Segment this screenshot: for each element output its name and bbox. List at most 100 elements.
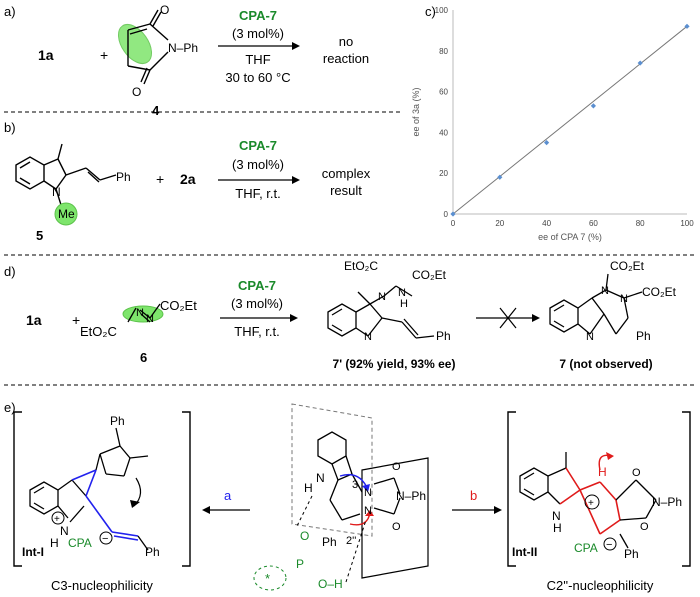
chart-x-tick-label: 20 — [495, 219, 504, 228]
panel-d-catalyst: CPA-7 — [238, 278, 276, 293]
int-II-ph: Ph — [624, 547, 639, 561]
product-7prime-ph: Ph — [436, 329, 451, 343]
panel-b-result-2: result — [330, 183, 362, 198]
int-II-h: H — [598, 465, 607, 479]
svg-text:O: O — [160, 3, 169, 17]
panel-d-plus: + — [72, 312, 80, 328]
chart-point — [684, 23, 690, 29]
svg-text:N: N — [364, 505, 372, 517]
maleimide-structure — [117, 9, 169, 85]
panel-b-reagent: 2a — [180, 171, 196, 187]
product-7prime-h: H — [400, 298, 408, 310]
int-I-ph: Ph — [145, 545, 160, 559]
panel-b-me: Me — [58, 207, 75, 221]
panel-a-reactant: 1a — [38, 47, 54, 63]
svg-text:O: O — [392, 461, 401, 473]
int-II-cpa: CPA — [574, 541, 598, 555]
product-7prime-n: N — [364, 331, 372, 343]
panel-b-conditions: THF, r.t. — [235, 186, 281, 201]
panel-c-label: c) — [425, 4, 436, 19]
panel-d: d) 1a + N N EtO₂C CO₂Et 6 CPA-7 (3 mol%)… — [4, 259, 677, 371]
panel-a-solvent: THF — [245, 52, 270, 67]
svg-text:O: O — [640, 521, 649, 533]
int-I-cpa: CPA — [68, 536, 92, 550]
chart-x-tick-label: 100 — [680, 219, 694, 228]
methyl-highlight — [54, 202, 78, 226]
svg-text:N: N — [364, 487, 372, 499]
svg-text:N: N — [378, 291, 386, 303]
ts-c3: 3 — [352, 479, 358, 491]
panel-b-result-1: complex — [322, 166, 371, 181]
product-7-structure — [549, 273, 643, 335]
chart-x-tick-label: 60 — [589, 219, 598, 228]
panel-b-label: b) — [4, 120, 16, 135]
indole-5-structure — [15, 143, 117, 209]
arrow-b-label: b — [470, 488, 477, 503]
azo-right-ester: CO₂Et — [160, 298, 197, 313]
int-I-subtitle: C3-nucleophilicity — [51, 578, 153, 593]
chart-x-tick-label: 80 — [636, 219, 645, 228]
panel-a-label: a) — [4, 4, 16, 19]
svg-text:N: N — [52, 185, 61, 199]
panel-b: b) N Me Ph 5 + 2a CPA-7 (3 mol%) THF, r.… — [4, 120, 371, 243]
panel-d-reagent-number: 6 — [140, 350, 147, 365]
azo-left-ester: EtO₂C — [80, 324, 117, 339]
panel-e-label: e) — [4, 400, 16, 415]
panel-d-reactant: 1a — [26, 312, 42, 328]
panel-b-substrate-number: 5 — [36, 228, 43, 243]
chart-y-tick-label: 100 — [435, 6, 449, 15]
svg-text:H: H — [553, 521, 562, 535]
svg-text:N: N — [136, 307, 144, 319]
int-II-nph: N–Ph — [652, 495, 682, 509]
panel-a: a) 1a + O O N–Ph 4 CPA-7 (3 mol%) THF 30… — [4, 3, 369, 118]
ts-c2pp: 2'' — [346, 535, 356, 547]
ts-p: P — [296, 557, 304, 571]
chart-y-tick-label: 20 — [439, 169, 448, 178]
chart-x-tick-label: 40 — [542, 219, 551, 228]
ts-nph: N–Ph — [396, 489, 426, 503]
ts-ph: Ph — [322, 535, 337, 549]
svg-text:N: N — [601, 285, 609, 297]
chart-y-axis-label: ee of 3a (%) — [411, 87, 421, 136]
panel-a-catalyst: CPA-7 — [239, 8, 277, 23]
int-I-n: N — [60, 524, 69, 538]
product-7-ester-2: CO₂Et — [642, 285, 677, 299]
int-II-name: Int-II — [512, 545, 537, 559]
panel-d-loading: (3 mol%) — [231, 296, 283, 311]
int-II-structure: + N H H CPA − Ph N–Ph O O Int-II C2''-nu… — [507, 411, 691, 593]
chart-point — [450, 211, 456, 217]
product-7prime-caption: 7' (92% yield, 93% ee) — [333, 357, 456, 371]
ts-o-top: O — [300, 529, 309, 543]
azo-highlight — [122, 305, 164, 323]
chart-axes — [452, 10, 687, 215]
int-I-h: H — [50, 536, 59, 550]
panel-b-catalyst: CPA-7 — [239, 138, 277, 153]
panel-a-loading: (3 mol%) — [232, 26, 284, 41]
panel-a-reagent-number: 4 — [152, 103, 160, 118]
svg-text:N: N — [146, 313, 154, 325]
int-II-subtitle: C2''-nucleophilicity — [547, 578, 654, 593]
chart-x-axis-label: ee of CPA 7 (%) — [538, 232, 602, 242]
transition-state-structure: N H 3 2'' Ph N–Ph N N O O O P O–H * — [253, 403, 429, 591]
product-7prime-structure — [327, 285, 435, 339]
chart-point — [590, 103, 596, 109]
panel-b-loading: (3 mol%) — [232, 157, 284, 172]
product-7prime-ester-1: EtO₂C — [344, 259, 378, 273]
svg-text:−: − — [102, 533, 108, 545]
panel-a-result-1: no — [339, 34, 353, 49]
panel-a-conditions: 30 to 60 °C — [225, 70, 290, 85]
chart-y-tick-label: 80 — [439, 47, 448, 56]
svg-text:N: N — [398, 287, 406, 299]
chart-x-tick-label: 0 — [451, 219, 456, 228]
ts-h: H — [304, 481, 313, 495]
product-7prime-ester-2: CO₂Et — [412, 268, 447, 282]
panel-d-conditions: THF, r.t. — [234, 324, 280, 339]
chart-trendline — [452, 25, 688, 215]
arrow-a-label: a — [224, 488, 232, 503]
panel-e: e) — [4, 400, 691, 593]
int-II-n: N — [552, 509, 561, 523]
int-I-ph-top: Ph — [110, 414, 125, 428]
